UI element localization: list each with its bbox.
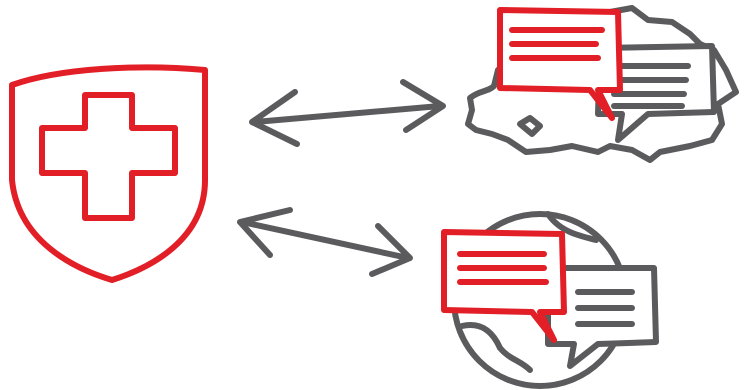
swiss-shield-icon xyxy=(9,64,208,283)
bidirectional-arrow-icon xyxy=(237,207,413,277)
bidirectional-arrow-icon xyxy=(249,79,446,147)
speech-bubbles-icon xyxy=(497,7,717,143)
speech-bubbles-icon xyxy=(441,229,659,369)
